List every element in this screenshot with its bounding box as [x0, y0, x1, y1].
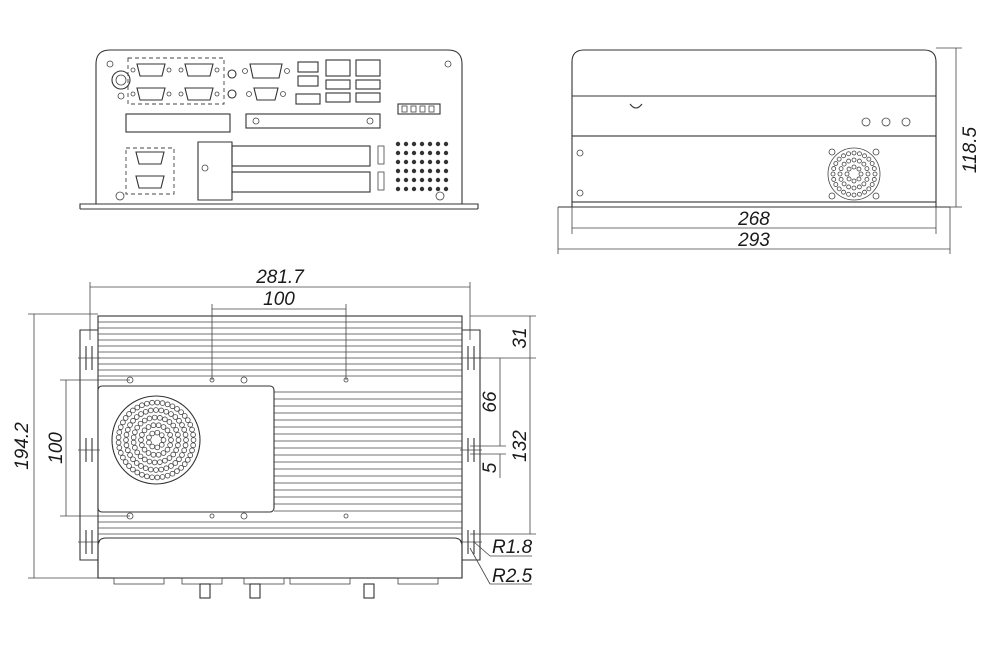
lan-usb-block-2	[355, 59, 381, 103]
com-port-1	[130, 63, 172, 77]
mounting-slot-bl	[78, 530, 100, 554]
dim-top-66: 66	[480, 391, 501, 413]
heatsink-fins	[98, 321, 462, 535]
dim-side-293: 293	[737, 230, 770, 251]
lan-usb-block-1	[325, 59, 351, 103]
front-panel-view	[79, 49, 479, 210]
dim-top-31: 31	[510, 327, 531, 348]
antenna-connector-2	[249, 583, 261, 599]
dc-terminal	[397, 103, 441, 115]
com-port-2	[178, 63, 220, 77]
vga-port	[246, 87, 286, 101]
dim-radius-small: R1.8	[492, 537, 533, 558]
dim-top-hole-spacing: 100	[263, 289, 295, 310]
dim-side-268: 268	[737, 209, 770, 230]
com-port-3	[130, 87, 172, 101]
dim-side-height: 118.5	[960, 127, 981, 174]
dim-top-depth: 194.2	[12, 422, 33, 470]
mounting-slot-tl	[78, 346, 100, 370]
antenna-connector-3	[363, 583, 375, 599]
side-view: 118.5 268 293	[557, 47, 981, 254]
mounting-slot-ml	[78, 438, 100, 462]
top-view: 281.7 100 194.2 100 31 66 5 132 R1.8	[12, 267, 536, 599]
dim-top-5: 5	[480, 462, 501, 473]
dim-top-left-100: 100	[46, 432, 67, 464]
mounting-slot-mr	[460, 438, 482, 462]
antenna-connector-1	[199, 583, 211, 599]
front-vent-grid	[395, 141, 449, 192]
com-port-4	[178, 87, 220, 101]
dim-radius-large: R2.5	[492, 566, 533, 587]
dim-top-132: 132	[510, 430, 531, 462]
dim-top-281-7: 281.7	[255, 267, 305, 288]
top-fan	[111, 395, 201, 485]
dvi-port	[242, 63, 290, 79]
side-fan	[827, 147, 881, 201]
